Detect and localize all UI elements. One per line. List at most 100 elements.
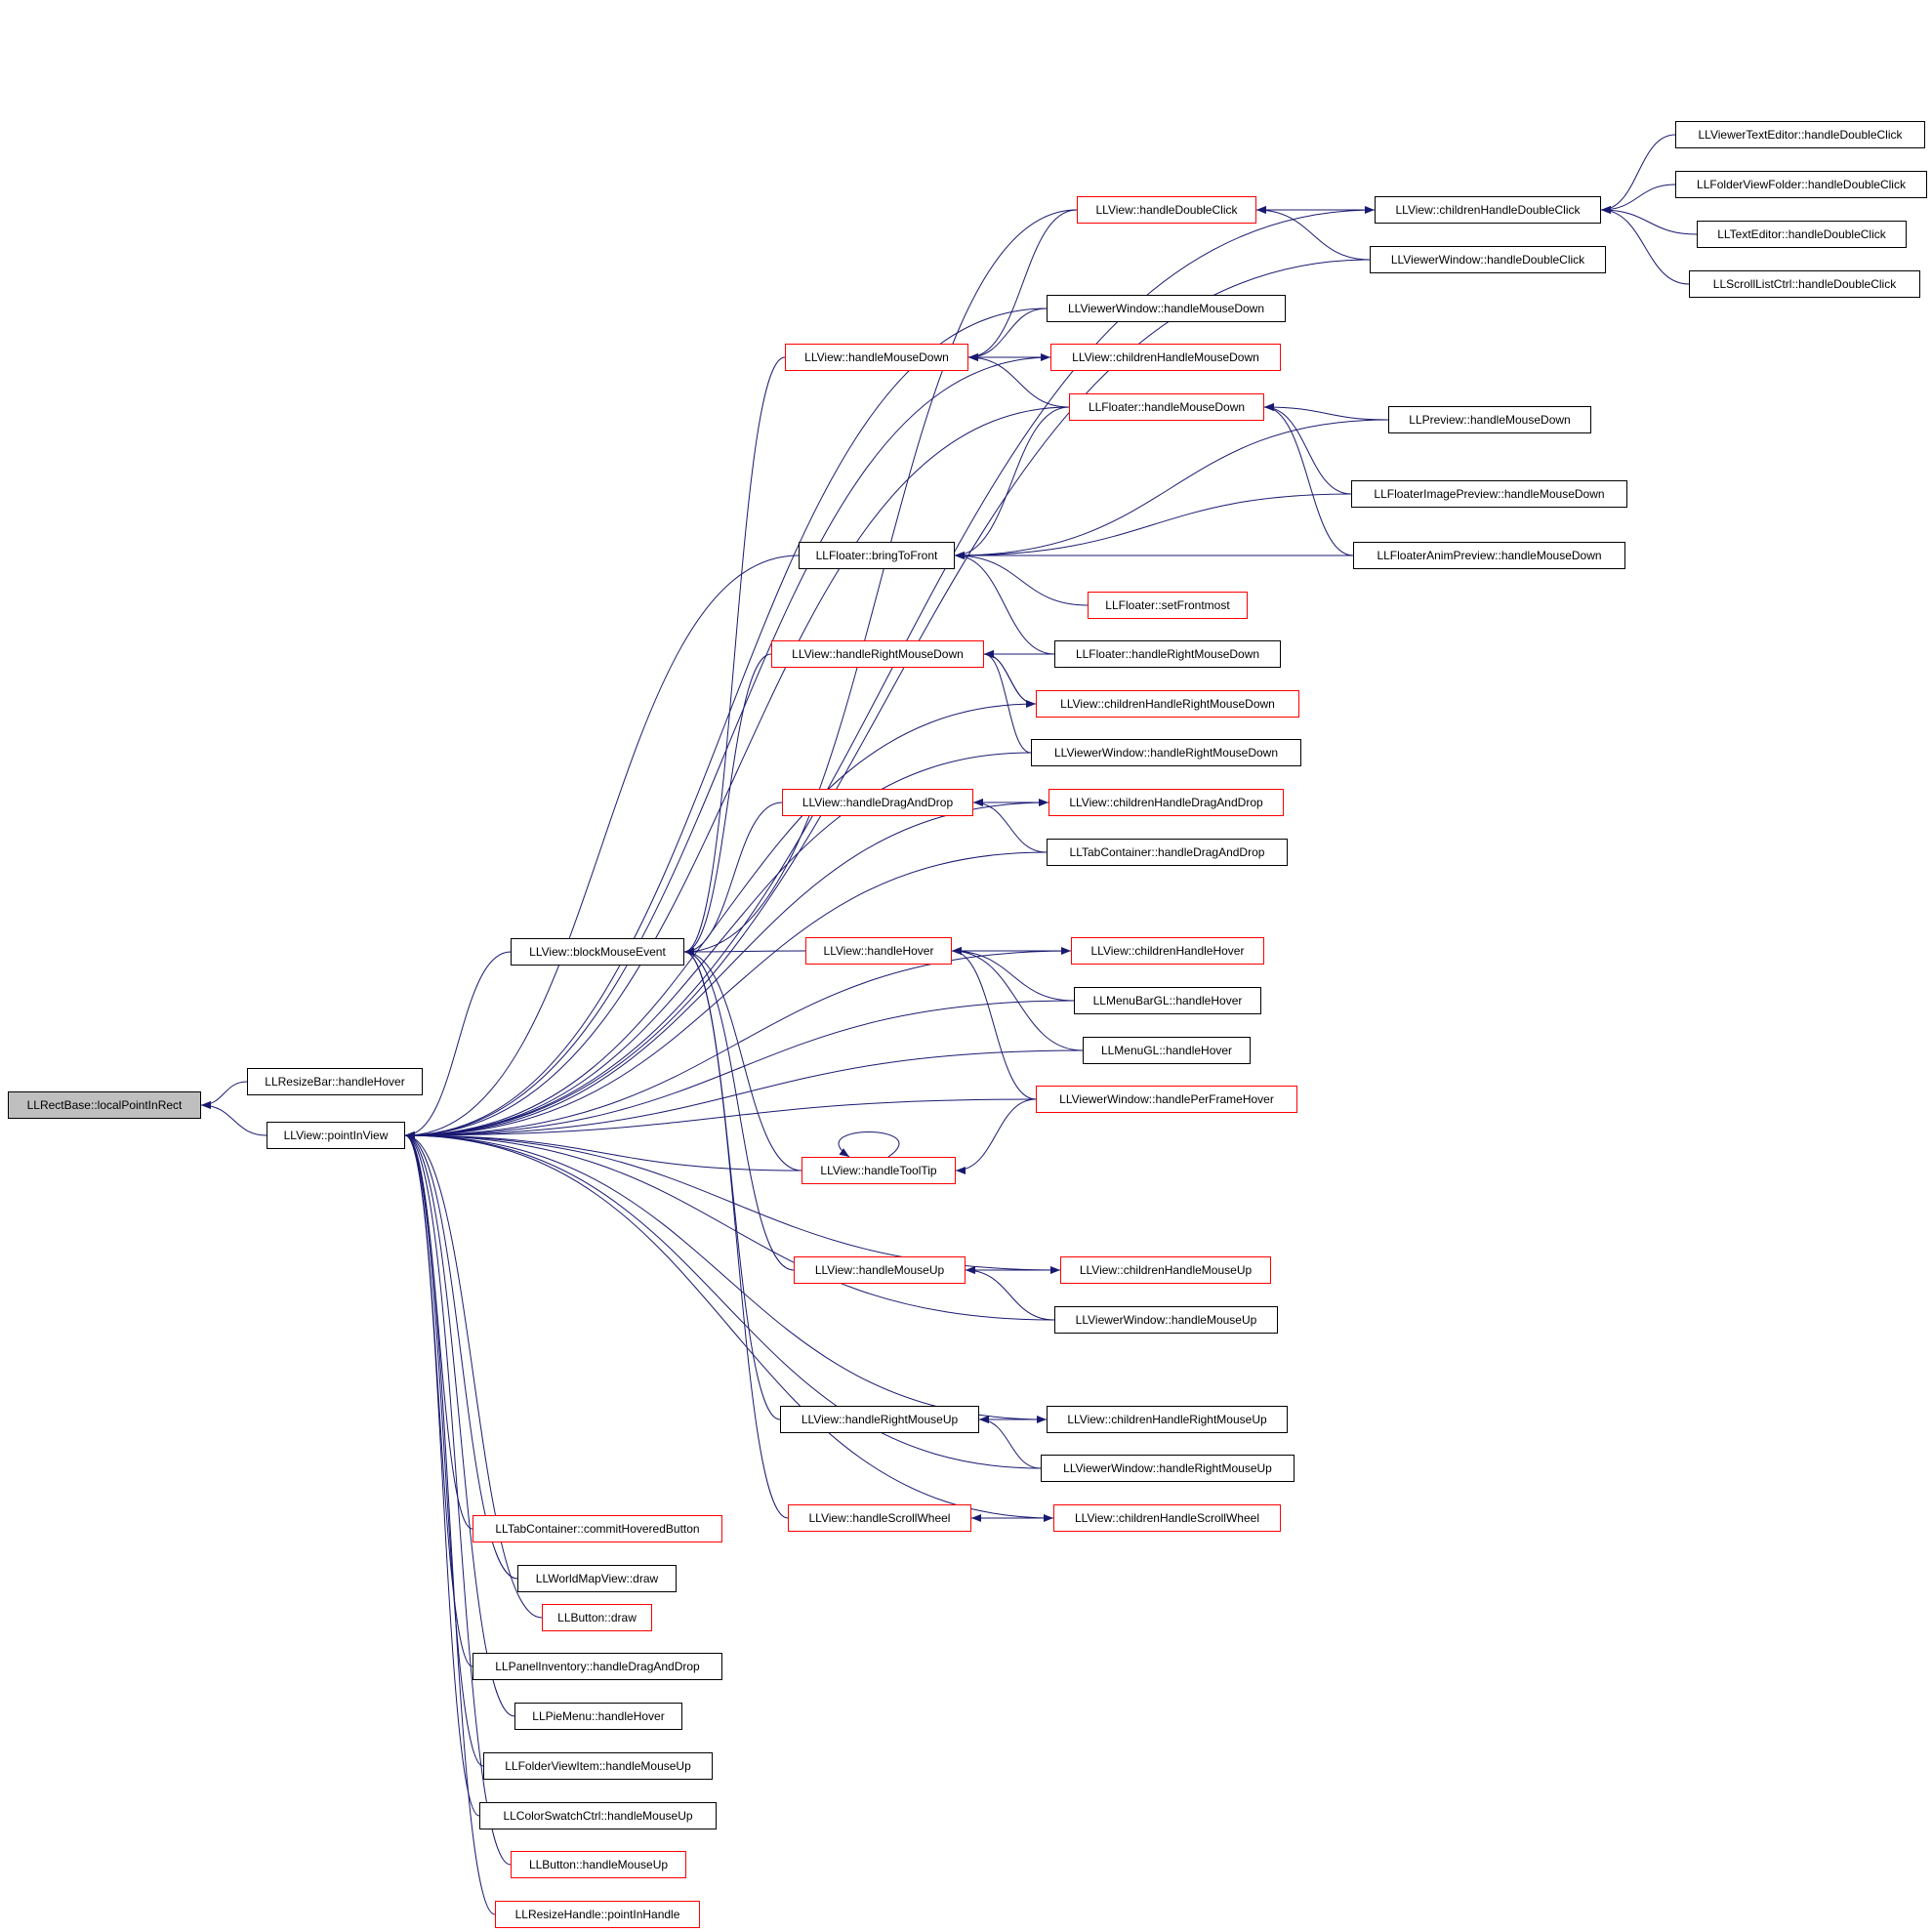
edge-folder-view-item-mouse-up-to-point-in-view — [404, 1131, 484, 1767]
node-tab-container-commit-hovered[interactable]: LLTabContainer::commitHoveredButton — [473, 1515, 722, 1542]
edge-bring-to-front-to-point-in-view — [404, 555, 800, 1139]
edge-floater-image-preview-mouse-down-to-bring-to-front — [954, 493, 1352, 559]
node-resize-bar-hover[interactable]: LLResizeBar::handleHover — [247, 1068, 423, 1095]
node-button-draw[interactable]: LLButton::draw — [542, 1604, 652, 1631]
edge-view-mouse-down-to-block-mouse-event — [683, 356, 786, 956]
node-bring-to-front[interactable]: LLFloater::bringToFront — [799, 542, 955, 569]
edge-menu-bar-hover-to-point-in-view — [404, 1000, 1075, 1139]
node-view-drag-and-drop[interactable]: LLView::handleDragAndDrop — [782, 789, 973, 816]
edge-resize-handle-point-in-handle-to-point-in-view — [404, 1131, 496, 1915]
edge-floater-anim-preview-mouse-down-to-floater-mouse-down — [1263, 403, 1354, 556]
edge-menu-bar-hover-to-view-hover — [951, 947, 1075, 1002]
node-set-frontmost[interactable]: LLFloater::setFrontmost — [1088, 592, 1248, 619]
node-view-dbl-click[interactable]: LLView::handleDoubleClick — [1077, 196, 1256, 224]
edge-set-frontmost-to-bring-to-front — [954, 552, 1089, 606]
node-children-right-mouse-down[interactable]: LLView::childrenHandleRightMouseDown — [1036, 690, 1299, 718]
node-floater-right-mouse-down[interactable]: LLFloater::handleRightMouseDown — [1054, 640, 1281, 668]
node-view-scroll-wheel[interactable]: LLView::handleScrollWheel — [788, 1504, 971, 1532]
node-viewer-window-right-mouse-down[interactable]: LLViewerWindow::handleRightMouseDown — [1031, 739, 1301, 766]
edge-view-right-mouse-down-to-block-mouse-event — [683, 653, 772, 956]
node-folder-view-folder-dbl-click[interactable]: LLFolderViewFolder::handleDoubleClick — [1675, 171, 1927, 198]
node-button-mouse-up[interactable]: LLButton::handleMouseUp — [511, 1851, 686, 1878]
node-children-scroll-wheel[interactable]: LLView::childrenHandleScrollWheel — [1053, 1504, 1281, 1532]
edge-menu-hover-to-point-in-view — [404, 1049, 1084, 1139]
edge-viewer-window-right-mouse-down-to-view-right-mouse-down — [983, 650, 1032, 754]
node-panel-inventory-drag-and-drop[interactable]: LLPanelInventory::handleDragAndDrop — [473, 1653, 722, 1680]
edge-folder-view-folder-dbl-click-to-children-dbl-click — [1600, 184, 1676, 214]
edge-view-mouse-up-to-block-mouse-event — [683, 948, 795, 1271]
edge-point-in-view-to-local-point-in-rect — [200, 1101, 267, 1136]
node-world-map-draw[interactable]: LLWorldMapView::draw — [517, 1565, 677, 1592]
edge-viewer-window-mouse-down-to-point-in-view — [404, 308, 1048, 1139]
node-children-hover[interactable]: LLView::childrenHandleHover — [1071, 937, 1264, 965]
edge-children-right-mouse-up-to-point-in-view — [404, 1131, 1048, 1420]
node-folder-view-item-mouse-up[interactable]: LLFolderViewItem::handleMouseUp — [483, 1752, 713, 1780]
node-children-mouse-up[interactable]: LLView::childrenHandleMouseUp — [1060, 1256, 1271, 1284]
edge-children-mouse-down-to-point-in-view — [404, 356, 1051, 1139]
edge-tab-container-drag-and-drop-to-view-drag-and-drop — [972, 799, 1048, 853]
edge-pie-menu-hover-to-point-in-view — [404, 1131, 515, 1717]
node-scroll-list-dbl-click[interactable]: LLScrollListCtrl::handleDoubleClick — [1689, 270, 1920, 298]
edge-viewer-window-right-mouse-up-to-view-right-mouse-up — [978, 1416, 1042, 1469]
node-color-swatch-mouse-up[interactable]: LLColorSwatchCtrl::handleMouseUp — [479, 1802, 717, 1829]
node-floater-anim-preview-mouse-down[interactable]: LLFloaterAnimPreview::handleMouseDown — [1353, 542, 1625, 569]
edge-view-hover-to-block-mouse-event — [683, 947, 806, 956]
edge-preview-mouse-down-to-floater-mouse-down — [1263, 403, 1389, 421]
node-menu-hover[interactable]: LLMenuGL::handleHover — [1083, 1037, 1251, 1064]
node-floater-image-preview-mouse-down[interactable]: LLFloaterImagePreview::handleMouseDown — [1351, 480, 1627, 508]
edge-floater-mouse-down-to-view-mouse-down — [967, 353, 1070, 408]
edge-children-dbl-click-to-point-in-view — [404, 209, 1376, 1139]
edge-view-scroll-wheel-to-block-mouse-event — [683, 948, 789, 1519]
edge-viewer-window-mouse-up-to-point-in-view — [404, 1131, 1055, 1321]
edge-viewer-window-per-frame-hover-to-point-in-view — [404, 1098, 1037, 1139]
node-tab-container-drag-and-drop[interactable]: LLTabContainer::handleDragAndDrop — [1047, 839, 1288, 866]
node-viewer-text-editor-dbl-click[interactable]: LLViewerTextEditor::handleDoubleClick — [1675, 121, 1925, 148]
edge-viewer-window-per-frame-hover-to-view-hover — [951, 947, 1037, 1100]
edge-tab-container-drag-and-drop-to-point-in-view — [404, 851, 1048, 1139]
edge-children-drag-and-drop-to-point-in-view — [404, 802, 1049, 1139]
node-viewer-window-right-mouse-up[interactable]: LLViewerWindow::handleRightMouseUp — [1041, 1455, 1295, 1482]
edge-children-right-mouse-down-to-point-in-view — [404, 703, 1037, 1139]
edge-floater-right-mouse-down-to-bring-to-front — [954, 552, 1055, 655]
edge-floater-mouse-down-to-bring-to-front — [954, 406, 1070, 559]
edge-color-swatch-mouse-up-to-point-in-view — [404, 1131, 480, 1817]
node-view-mouse-up[interactable]: LLView::handleMouseUp — [794, 1256, 966, 1284]
node-menu-bar-hover[interactable]: LLMenuBarGL::handleHover — [1074, 987, 1261, 1014]
edge-view-dbl-click-to-block-mouse-event — [683, 209, 1078, 956]
node-view-right-mouse-up[interactable]: LLView::handleRightMouseUp — [780, 1406, 979, 1433]
node-preview-mouse-down[interactable]: LLPreview::handleMouseDown — [1388, 406, 1591, 433]
edge-resize-bar-hover-to-local-point-in-rect — [200, 1081, 248, 1109]
node-point-in-view[interactable]: LLView::pointInView — [267, 1122, 405, 1149]
node-text-editor-dbl-click[interactable]: LLTextEditor::handleDoubleClick — [1697, 221, 1907, 248]
edge-menu-hover-to-view-hover — [951, 947, 1084, 1051]
node-children-mouse-down[interactable]: LLView::childrenHandleMouseDown — [1050, 344, 1281, 371]
edge-scroll-list-dbl-click-to-children-dbl-click — [1600, 206, 1690, 285]
edge-viewer-text-editor-dbl-click-to-children-dbl-click — [1600, 134, 1676, 214]
node-block-mouse-event[interactable]: LLView::blockMouseEvent — [511, 938, 684, 966]
edge-floater-image-preview-mouse-down-to-floater-mouse-down — [1263, 403, 1352, 495]
node-pie-menu-hover[interactable]: LLPieMenu::handleHover — [514, 1703, 682, 1730]
node-view-tool-tip[interactable]: LLView::handleToolTip — [802, 1157, 956, 1184]
edge-viewer-window-mouse-down-to-view-mouse-down — [967, 308, 1048, 361]
node-viewer-window-per-frame-hover[interactable]: LLViewerWindow::handlePerFrameHover — [1036, 1086, 1297, 1113]
edge-view-tool-tip-to-point-in-view — [404, 1131, 802, 1172]
node-viewer-window-mouse-up[interactable]: LLViewerWindow::handleMouseUp — [1054, 1306, 1278, 1334]
edge-floater-mouse-down-to-point-in-view — [404, 406, 1070, 1139]
node-children-dbl-click[interactable]: LLView::childrenHandleDoubleClick — [1375, 196, 1601, 224]
node-view-mouse-down[interactable]: LLView::handleMouseDown — [785, 344, 968, 371]
edge-view-tool-tip-to-block-mouse-event — [683, 948, 802, 1172]
node-view-right-mouse-down[interactable]: LLView::handleRightMouseDown — [771, 640, 984, 668]
node-children-drag-and-drop[interactable]: LLView::childrenHandleDragAndDrop — [1048, 789, 1284, 816]
node-viewer-window-dbl-click[interactable]: LLViewerWindow::handleDoubleClick — [1370, 246, 1606, 273]
node-floater-mouse-down[interactable]: LLFloater::handleMouseDown — [1069, 393, 1264, 421]
node-children-right-mouse-up[interactable]: LLView::childrenHandleRightMouseUp — [1047, 1406, 1288, 1433]
node-viewer-window-mouse-down[interactable]: LLViewerWindow::handleMouseDown — [1047, 295, 1286, 322]
edge-world-map-draw-to-point-in-view — [404, 1131, 518, 1580]
node-view-hover[interactable]: LLView::handleHover — [805, 937, 952, 965]
edge-viewer-window-per-frame-hover-to-view-tool-tip — [955, 1098, 1037, 1174]
node-resize-handle-point-in-handle[interactable]: LLResizeHandle::pointInHandle — [495, 1901, 700, 1928]
edge-view-dbl-click-to-view-mouse-down — [967, 209, 1078, 361]
edge-text-editor-dbl-click-to-children-dbl-click — [1600, 206, 1698, 235]
